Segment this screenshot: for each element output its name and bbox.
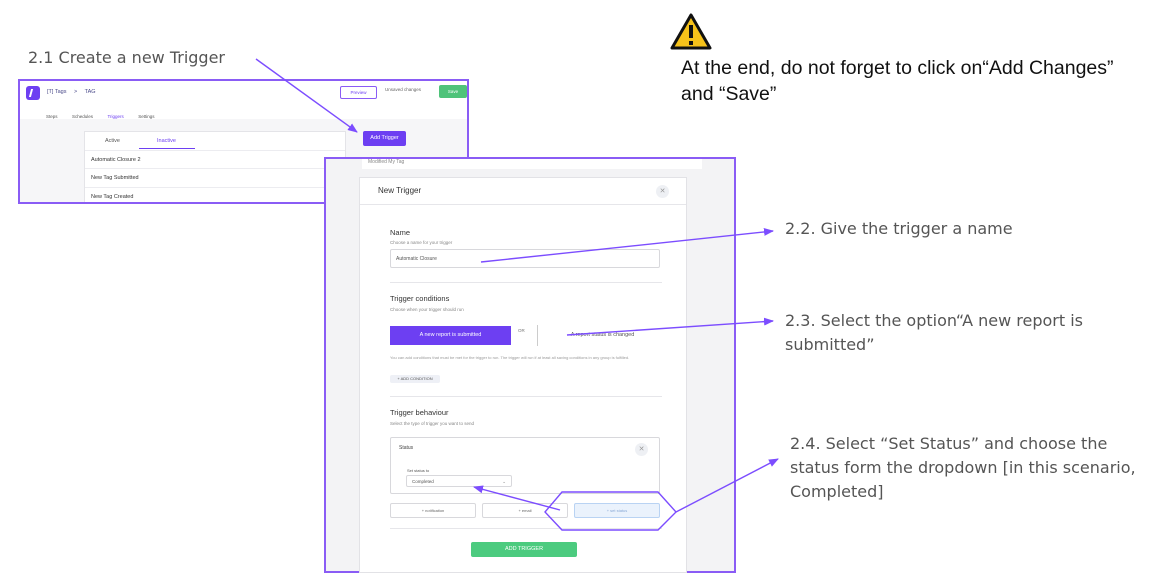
- trigger-name-input[interactable]: Automatic Closure: [390, 249, 660, 268]
- option-new-report-submitted[interactable]: A new report is submitted: [390, 326, 511, 345]
- add-notification-button[interactable]: + notification: [390, 503, 476, 518]
- set-status-label: Set status to: [407, 468, 430, 473]
- save-button[interactable]: Save: [439, 85, 467, 98]
- unsaved-changes-status: Unsaved changes: [385, 87, 422, 92]
- new-trigger-dialog: New Trigger ✕ Name Choose a name for you…: [359, 177, 687, 573]
- annotation-step-2-4: 2.4. Select “Set Status” and choose the …: [790, 434, 1136, 501]
- breadcrumb: [T] Tags > TAG: [47, 89, 96, 95]
- divider: [360, 204, 686, 205]
- annotation-step-2-2: 2.2. Give the trigger a name: [785, 219, 1013, 238]
- list-item[interactable]: New Tag Submitted: [85, 168, 345, 186]
- behaviour-section-subtitle: Select the type of trigger you want to s…: [390, 421, 475, 426]
- status-label: Status: [399, 445, 414, 451]
- active-tab-indicator: [139, 148, 195, 149]
- conditions-section-subtitle: Choose when your trigger should run: [390, 307, 464, 312]
- add-set-status-button[interactable]: + set status: [574, 503, 660, 518]
- annotation-step-2-3: 2.3. Select the option“A new report is s…: [785, 311, 1083, 354]
- breadcrumb-current: TAG: [84, 89, 96, 95]
- status-dropdown[interactable]: Completed ⌄: [406, 475, 512, 487]
- breadcrumb-separator: >: [74, 89, 78, 95]
- add-trigger-submit-button[interactable]: ADD TRIGGER: [471, 542, 577, 557]
- triggers-list: Active Inactive Automatic Closure 2 New …: [84, 131, 346, 202]
- status-behaviour-box: Status ✕ Set status to Completed ⌄: [390, 437, 660, 494]
- annotation-step-2-1: 2.1 Create a new Trigger: [28, 48, 226, 67]
- list-item[interactable]: New Tag Created: [85, 187, 345, 202]
- divider: [390, 282, 662, 283]
- add-trigger-button[interactable]: Add Trigger: [363, 131, 406, 146]
- list-tab-inactive[interactable]: Inactive: [157, 138, 176, 144]
- divider: [390, 396, 662, 397]
- behaviour-section-title: Trigger behaviour: [390, 408, 449, 417]
- warning-icon: [670, 13, 712, 50]
- divider: [390, 528, 662, 529]
- name-section-title: Name: [390, 228, 411, 237]
- close-icon[interactable]: ✕: [656, 185, 669, 198]
- tab-settings[interactable]: Settings: [138, 114, 155, 119]
- app-logo: [26, 86, 40, 100]
- tab-triggers[interactable]: Triggers: [107, 114, 124, 119]
- conditions-note: You can add conditions that must be met …: [390, 355, 630, 360]
- name-section-subtitle: Choose a name for your trigger: [390, 240, 453, 245]
- tab-steps[interactable]: Steps: [46, 114, 58, 119]
- add-email-button[interactable]: + email: [482, 503, 568, 518]
- tab-schedules[interactable]: Schedules: [71, 114, 93, 119]
- option-report-status-changed[interactable]: A report status is changed: [570, 332, 635, 338]
- option-or-label: OR: [518, 328, 525, 333]
- dialog-title: New Trigger: [378, 186, 422, 195]
- breadcrumb-root[interactable]: [T] Tags: [47, 89, 67, 95]
- conditions-section-title: Trigger conditions: [390, 294, 450, 303]
- remove-status-icon[interactable]: ✕: [635, 443, 648, 456]
- app-tabs: Steps Schedules Triggers Settings: [46, 105, 165, 123]
- warning-text: At the end, do not forget to click on“Ad…: [681, 57, 1114, 105]
- list-tab-active[interactable]: Active: [105, 138, 120, 144]
- list-item[interactable]: Automatic Closure 2: [85, 150, 345, 168]
- add-condition-button[interactable]: + ADD CONDITION: [390, 375, 440, 383]
- app-screenshot-triggers: [T] Tags > TAG Steps Schedules Triggers …: [18, 79, 469, 204]
- divider: [537, 325, 538, 346]
- chevron-down-icon: ⌄: [502, 479, 506, 484]
- preview-button[interactable]: Preview: [340, 86, 377, 99]
- background-list-row: Modified My Tag: [362, 159, 702, 169]
- status-dropdown-value: Completed: [412, 479, 434, 484]
